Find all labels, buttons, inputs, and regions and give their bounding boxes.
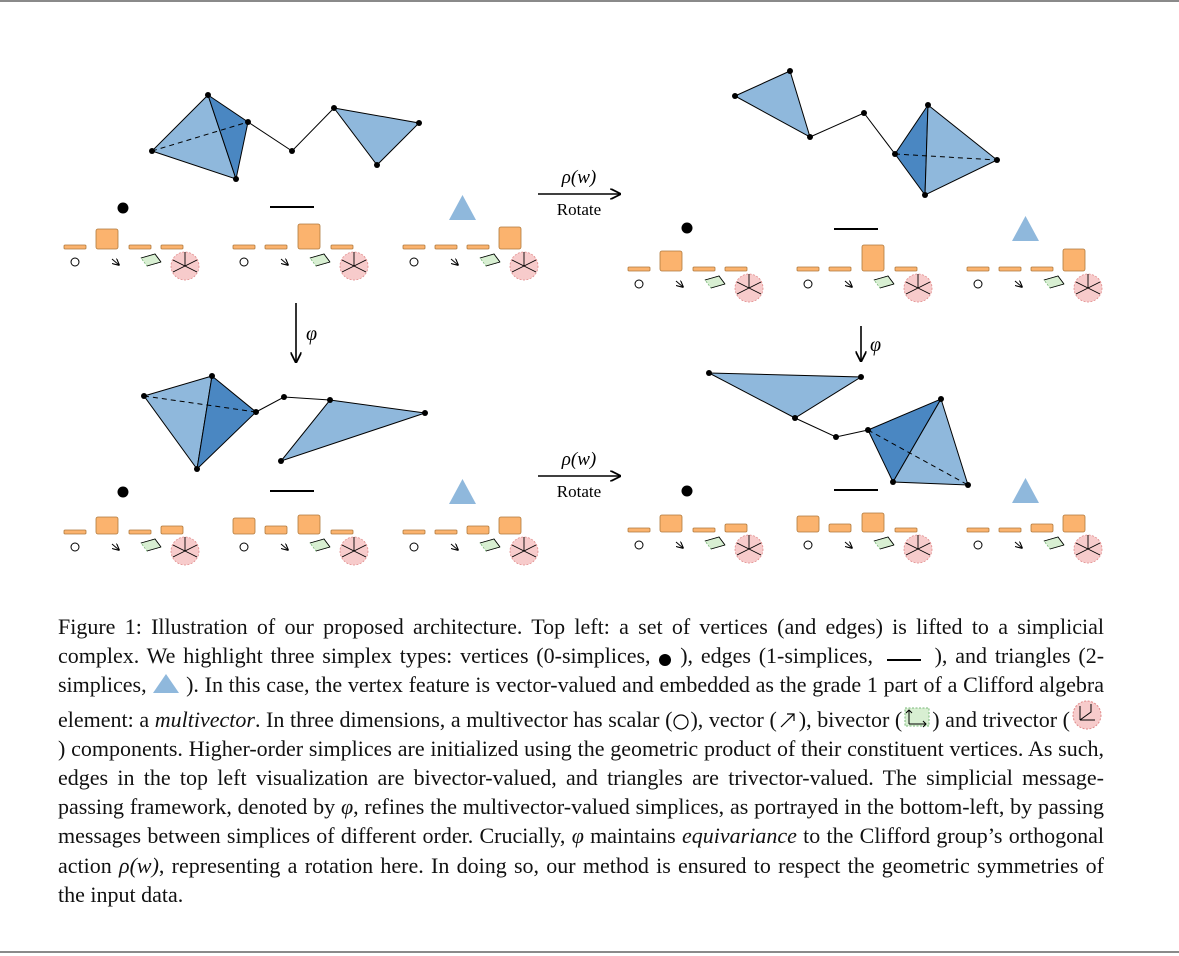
top-rule xyxy=(0,0,1179,2)
vertex-dot-icon xyxy=(659,654,672,667)
complex-top-right xyxy=(732,68,1000,198)
bivector-icon xyxy=(904,707,930,727)
rotate-arrow-bottom: ρ(w) Rotate xyxy=(538,449,620,501)
phi-arrow-left: φ xyxy=(296,303,317,362)
rotate-label-top: Rotate xyxy=(557,200,601,219)
rho-label-top: ρ(w) xyxy=(561,167,596,188)
multivector-bars xyxy=(63,223,1086,535)
scalar-circle-icon xyxy=(673,714,690,730)
rotate-label-bottom: Rotate xyxy=(557,482,601,501)
triangle-icon xyxy=(153,674,180,694)
bottom-rule xyxy=(0,951,1179,953)
phi-label-left: φ xyxy=(306,323,317,345)
figure-caption: Figure 1: Illustration of our proposed a… xyxy=(58,614,1105,907)
trivector-icon xyxy=(1072,700,1102,730)
figure-illustration: ρ(w) Rotate ρ(w) Rotate φ φ xyxy=(63,68,1179,600)
simplex-symbols xyxy=(117,195,1039,504)
complex-bottom-left xyxy=(141,373,428,472)
rho-label-bottom: ρ(w) xyxy=(561,449,596,470)
phi-arrow-right: φ xyxy=(861,326,881,361)
edge-line-icon xyxy=(886,659,921,662)
rotate-arrow-top: ρ(w) Rotate xyxy=(538,167,620,219)
vector-arrow-icon xyxy=(780,713,795,728)
complex-top-left xyxy=(149,92,422,182)
phi-label-right: φ xyxy=(870,334,881,356)
complex-bottom-right xyxy=(706,370,971,488)
